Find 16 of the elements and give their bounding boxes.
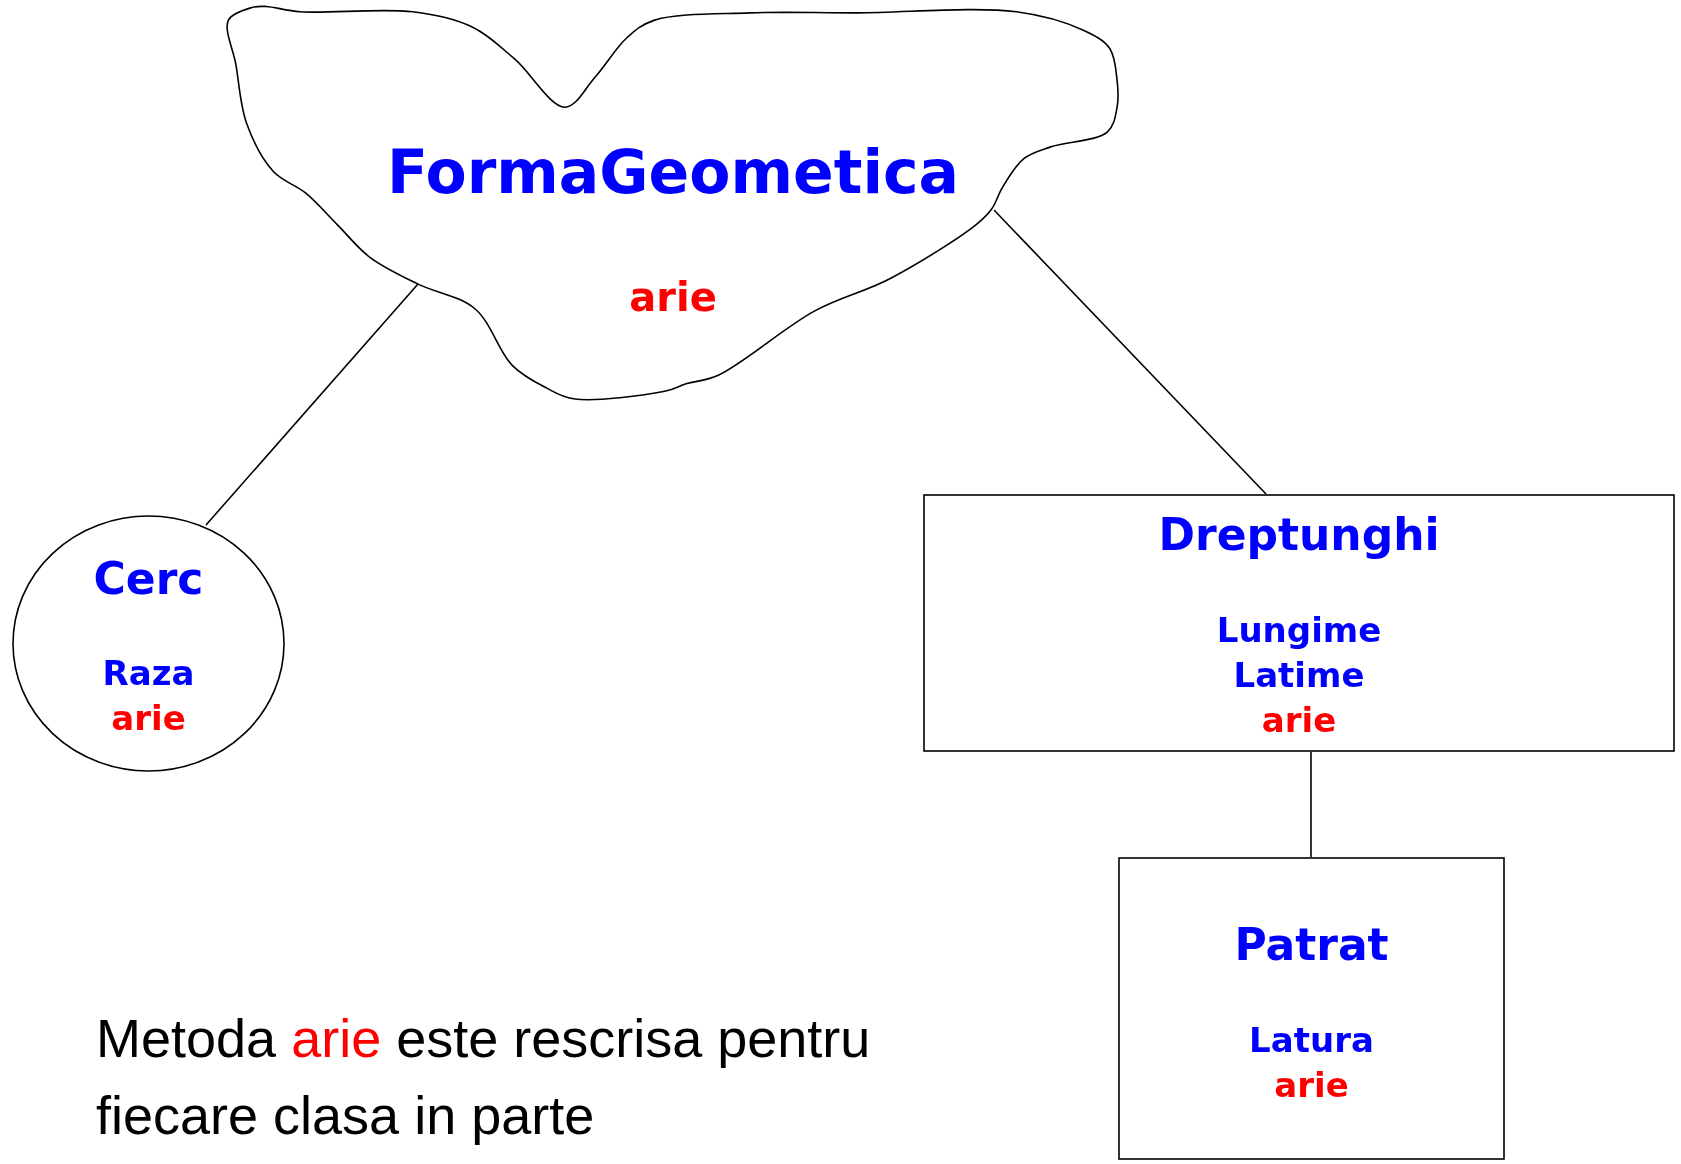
attribute-name: Raza	[102, 653, 195, 694]
method-name: arie	[629, 273, 717, 321]
connector-line	[993, 209, 1267, 495]
attribute-name: Latura	[1249, 1020, 1374, 1061]
method-name: arie	[111, 698, 186, 739]
method-name: arie	[1274, 1065, 1349, 1106]
class-name: Cerc	[93, 553, 204, 606]
class-name: FormaGeometica	[386, 136, 960, 208]
attribute-name: Lungime	[1216, 610, 1382, 651]
connector-line	[1310, 751, 1312, 858]
class-name: Patrat	[1234, 919, 1389, 972]
attribute-name: Latime	[1233, 655, 1365, 696]
note-text: Metoda arie este rescrisa pentru fiecare clasa in parte	[96, 1007, 872, 1147]
connector-line	[205, 283, 419, 526]
method-name: arie	[1261, 700, 1337, 741]
class-name: Dreptunghi	[1158, 509, 1440, 562]
